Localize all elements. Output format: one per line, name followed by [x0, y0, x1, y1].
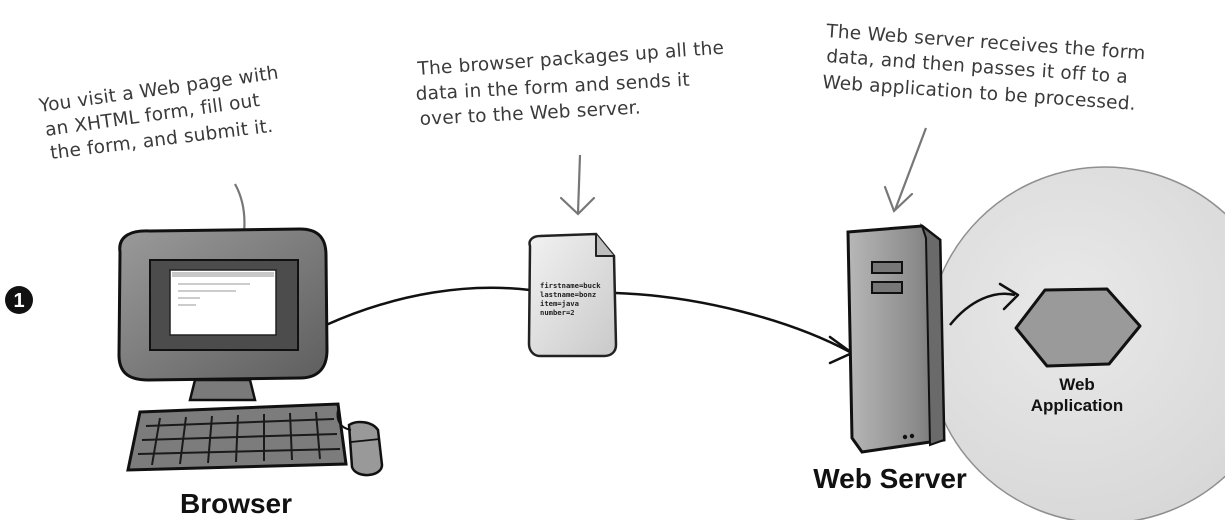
server-to-app-line	[949, 292, 1016, 326]
form-field: number=2	[540, 308, 575, 317]
monitor-stand	[188, 378, 257, 402]
packet-fold	[595, 234, 614, 257]
web-server-label: Web Server	[813, 463, 967, 494]
keyboard-keys	[137, 411, 341, 466]
step-badge: 1	[5, 286, 33, 314]
mouse	[347, 420, 384, 477]
browser-window-bar	[172, 272, 274, 277]
packet-to-server-line	[615, 291, 851, 354]
server-pointer-arrowhead	[883, 185, 914, 213]
packet-pointer-arrowhead	[559, 196, 596, 216]
browser-to-packet-line	[325, 286, 531, 327]
server-drive-bay	[871, 261, 903, 274]
server-side-panel	[920, 223, 946, 447]
step-number: 1	[13, 290, 24, 312]
browser-label: Browser	[180, 488, 292, 519]
form-field: lastname=bonz	[540, 290, 596, 299]
packet-annotation: The browser packages up all the data in …	[415, 38, 725, 216]
form-field: firstname=buck	[540, 281, 601, 290]
server-drive-bay	[871, 281, 903, 294]
packet-pointer-line	[576, 154, 582, 214]
web-application-label: Web	[1059, 375, 1095, 394]
web-application-label: Application	[1031, 396, 1124, 415]
form-data-packet: firstname=buck lastname=bonz item=java n…	[527, 232, 618, 358]
monitor-screen	[169, 269, 277, 336]
browser-computer	[117, 227, 384, 477]
web-application-hexagon	[1014, 287, 1142, 368]
form-field: item=java	[540, 299, 579, 308]
server-pointer-line	[893, 127, 928, 211]
web-server	[846, 223, 946, 454]
server-to-app-arrowhead	[998, 282, 1020, 311]
mouse-cable	[336, 409, 352, 431]
packet-paper	[527, 232, 618, 358]
